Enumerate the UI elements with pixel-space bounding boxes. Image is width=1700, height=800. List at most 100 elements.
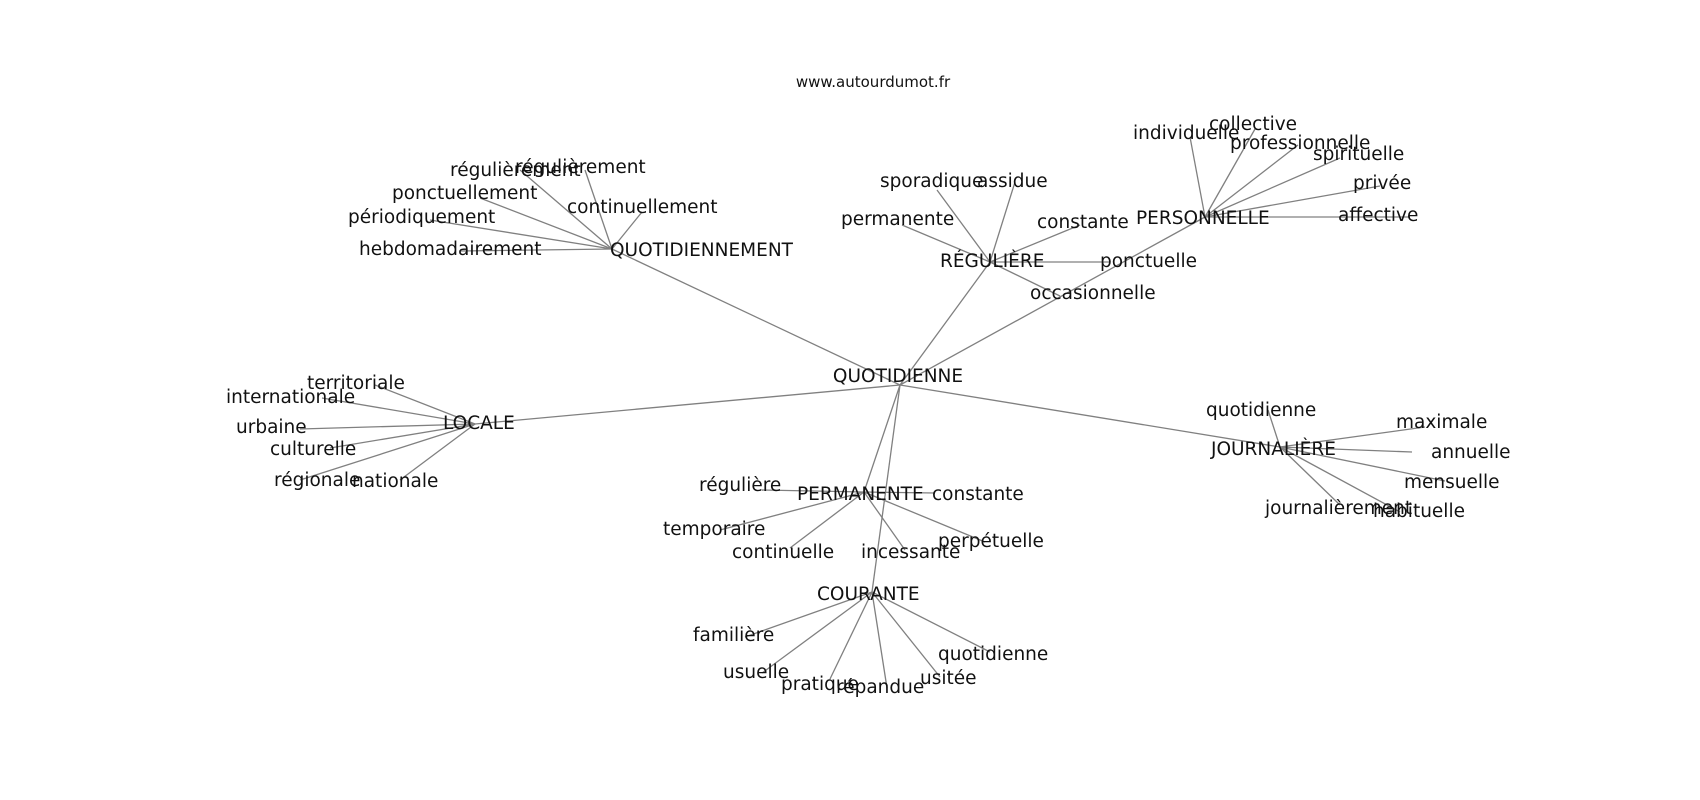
word-node-incessante[interactable]: incessante [861, 542, 960, 563]
word-node-assidue[interactable]: assidue [977, 171, 1048, 192]
cluster-node-quotidiennement[interactable]: QUOTIDIENNEMENT [610, 240, 794, 261]
edge-locale-to-culturelle [329, 423, 476, 449]
edge-permanente-to-constante [863, 491, 936, 494]
edge-personnelle-to-privee [1204, 185, 1381, 218]
edge-courante-to-familiere [744, 591, 873, 638]
edge-courante-to-quotidienne [871, 591, 991, 653]
word-node-regulierement[interactable]: régulièrement [515, 157, 646, 178]
word-node-sporadique[interactable]: sporadique [880, 171, 983, 192]
word-node-constante[interactable]: constante [932, 484, 1024, 505]
cluster-node-permanente[interactable]: PERMANENTE [797, 484, 924, 505]
edge-locale-to-regionale [299, 423, 476, 481]
cluster-node-courante[interactable]: COURANTE [817, 584, 920, 605]
word-node-annuelle[interactable]: annuelle [1431, 442, 1511, 463]
word-node-continuellement[interactable]: continuellement [567, 197, 717, 218]
word-node-quotidienne[interactable]: quotidienne [1206, 400, 1316, 421]
edge-quotidiennement-to-continuellement [611, 211, 643, 250]
word-node-constante[interactable]: constante [1037, 212, 1129, 233]
edge-journaliere-to-mensuelle [1279, 446, 1446, 482]
edge-quotidiennement-to-regulierement [519, 169, 613, 250]
edge-hub-to-permanente [863, 384, 901, 493]
word-node-usitee[interactable]: usitée [920, 668, 977, 689]
edge-locale-to-internationale [321, 397, 476, 425]
edge-reguliere-to-sporadique [936, 189, 991, 263]
word-node-regionale[interactable]: régionale [274, 470, 360, 491]
word-node-internationale[interactable]: internationale [226, 387, 355, 408]
edge-journaliere-to-journalierement [1279, 446, 1341, 506]
edge-reguliere-to-constante [989, 224, 1081, 263]
word-node-hebdomadairement[interactable]: hebdomadairement [359, 239, 541, 260]
word-node-regulierement[interactable]: régulièrement [450, 160, 581, 181]
edge-hub-to-personnelle [899, 216, 1206, 386]
word-node-affective[interactable]: affective [1338, 205, 1418, 226]
edge-quotidiennement-to-periodiquement [429, 219, 613, 250]
word-node-territoriale[interactable]: territoriale [307, 373, 405, 394]
edge-personnelle-to-collective [1204, 128, 1256, 218]
word-node-reguliere[interactable]: régulière [699, 475, 781, 496]
word-node-quotidienne[interactable]: quotidienne [938, 644, 1048, 665]
edge-quotidiennement-to-regulierement [584, 169, 613, 250]
edge-reguliere-to-occasionnelle [989, 261, 1061, 297]
word-node-ponctuelle[interactable]: ponctuelle [1100, 251, 1197, 272]
word-node-permanente[interactable]: permanente [841, 209, 954, 230]
word-node-journalierement[interactable]: journalièrement [1264, 498, 1412, 519]
edge-journaliere-to-quotidienne [1267, 409, 1281, 448]
word-node-familiere[interactable]: familière [693, 625, 774, 646]
word-node-occasionnelle[interactable]: occasionnelle [1030, 283, 1156, 304]
edge-quotidiennement-to-hebdomadairement [459, 248, 613, 252]
edge-permanente-to-reguliere [761, 489, 865, 493]
edge-hub-to-quotidiennement [611, 248, 901, 386]
edge-reguliere-to-permanente [901, 224, 991, 263]
word-node-ponctuellement[interactable]: ponctuellement [392, 183, 537, 204]
word-node-professionnelle[interactable]: professionnelle [1230, 133, 1370, 154]
edge-hub-to-journaliere [899, 384, 1281, 448]
source-url: www.autourdumot.fr [796, 73, 951, 91]
edge-permanente-to-incessante [863, 491, 906, 551]
word-node-maximale[interactable]: maximale [1396, 412, 1487, 433]
word-node-pratique[interactable]: pratique [781, 674, 859, 695]
word-node-mensuelle[interactable]: mensuelle [1404, 472, 1500, 493]
edge-personnelle-to-individuelle [1189, 136, 1206, 218]
word-node-urbaine[interactable]: urbaine [236, 417, 307, 438]
edge-quotidiennement-to-ponctuellement [479, 197, 613, 250]
edge-locale-to-nationale [399, 423, 476, 481]
edge-locale-to-territoriale [374, 384, 476, 425]
cluster-node-locale[interactable]: LOCALE [443, 413, 515, 434]
word-node-habituelle[interactable]: habituelle [1373, 501, 1465, 522]
labels-layer: QUOTIDIENNEQUOTIDIENNEMENTrégulièrementr… [226, 114, 1511, 698]
edge-hub-to-reguliere [899, 261, 991, 386]
word-node-spirituelle[interactable]: spirituelle [1313, 144, 1404, 165]
word-node-privee[interactable]: privée [1353, 173, 1411, 194]
word-node-nationale[interactable]: nationale [352, 471, 438, 492]
cluster-node-journaliere[interactable]: JOURNALIÈRE [1210, 438, 1336, 460]
word-node-usuelle[interactable]: usuelle [723, 662, 789, 683]
edge-courante-to-pratique [829, 591, 873, 680]
edge-reguliere-to-assidue [989, 181, 1016, 263]
edge-personnelle-to-professionnelle [1204, 144, 1299, 218]
word-node-collective[interactable]: collective [1209, 114, 1297, 135]
edge-hub-to-locale [474, 384, 901, 425]
word-node-culturelle[interactable]: culturelle [270, 439, 356, 460]
edge-locale-to-urbaine [299, 423, 476, 430]
word-node-repandue[interactable]: répandue [836, 677, 924, 698]
edge-courante-to-usuelle [761, 591, 873, 674]
edge-courante-to-repandue [871, 591, 888, 689]
word-node-temporaire[interactable]: temporaire [663, 519, 765, 540]
edge-courante-to-usitee [871, 591, 941, 678]
edge-journaliere-to-maximale [1279, 426, 1426, 448]
word-node-continuelle[interactable]: continuelle [732, 542, 834, 563]
edge-permanente-to-continuelle [789, 491, 865, 549]
edge-permanente-to-temporaire [719, 491, 865, 531]
edge-journaliere-to-annuelle [1279, 446, 1413, 453]
edges-layer [299, 128, 1446, 689]
word-node-individuelle[interactable]: individuelle [1133, 123, 1239, 144]
cluster-node-personnelle[interactable]: PERSONNELLE [1136, 208, 1270, 229]
edge-journaliere-to-habituelle [1279, 446, 1401, 513]
hub-word-quotidienne[interactable]: QUOTIDIENNE [833, 366, 963, 387]
edge-hub-to-courante [871, 384, 901, 593]
word-node-periodiquement[interactable]: périodiquement [348, 207, 495, 228]
edge-personnelle-to-spirituelle [1204, 157, 1341, 218]
cluster-node-reguliere[interactable]: RÉGULIÈRE [940, 250, 1044, 272]
word-node-perpetuelle[interactable]: perpétuelle [938, 531, 1044, 552]
